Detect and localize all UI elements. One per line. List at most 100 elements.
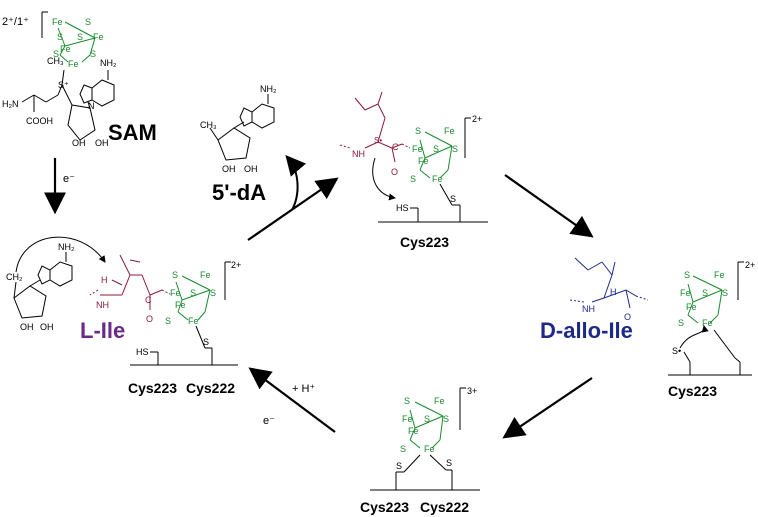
svg-text:2+: 2+ <box>745 260 755 270</box>
svg-text:S: S <box>424 414 430 424</box>
five-prime-da-label: 5'-dA <box>212 180 266 205</box>
svg-text:S•: S• <box>374 136 382 145</box>
svg-text:Fe: Fe <box>93 32 104 42</box>
five-prime-da-molecule: CH₃ NH₂ OH OH 5'-dA <box>200 84 277 205</box>
svg-text:S⁺: S⁺ <box>58 80 69 90</box>
d-allo-ile-complex: NH H O D-allo-Ile 2+ S Fe Fe S S Fe S Fe <box>540 257 755 399</box>
cys222-label-left: Cys222 <box>186 380 235 396</box>
svg-text:N: N <box>88 101 95 111</box>
svg-text:Fe: Fe <box>175 300 186 310</box>
svg-text:Fe: Fe <box>200 270 211 280</box>
svg-text:Fe: Fe <box>68 59 79 69</box>
svg-text:Fe: Fe <box>714 270 725 280</box>
svg-text:OH: OH <box>222 164 236 174</box>
svg-text:O: O <box>391 167 398 177</box>
svg-text:Fe: Fe <box>418 156 429 166</box>
svg-text:S: S <box>400 444 406 454</box>
cluster-charge-label: 2⁺/1⁺ <box>2 16 29 28</box>
svg-text:H: H <box>101 275 108 285</box>
electron-label-1: e⁻ <box>63 173 75 185</box>
arrow-release-5da <box>285 154 307 211</box>
cys223-label-bottom: Cys223 <box>360 499 409 515</box>
svg-text:S: S <box>450 194 456 204</box>
svg-text:NH₂: NH₂ <box>58 242 75 252</box>
svg-text:S: S <box>203 337 209 347</box>
svg-text:3+: 3+ <box>467 386 477 396</box>
svg-text:NH₂: NH₂ <box>100 58 117 68</box>
svg-text:S: S <box>77 32 83 42</box>
svg-text:CH₃: CH₃ <box>200 120 217 130</box>
svg-text:OH: OH <box>40 322 54 332</box>
svg-text:Fe: Fe <box>702 318 713 328</box>
cluster-sam-reduced: 2⁺/1⁺ Fe S S S Fe Fe S S Fe <box>2 11 157 148</box>
svg-text:HS: HS <box>136 347 149 357</box>
svg-text:Fe: Fe <box>432 174 443 184</box>
svg-text:S: S <box>443 414 449 424</box>
arrow-to-d-allo-ile <box>504 174 594 238</box>
cys222-label-bottom: Cys222 <box>420 499 469 515</box>
svg-text:S: S <box>57 32 63 42</box>
svg-text:S: S <box>722 288 728 298</box>
svg-text:O: O <box>146 314 153 324</box>
svg-text:OH: OH <box>72 138 86 148</box>
svg-text:Fe: Fe <box>680 288 691 298</box>
svg-text:Fe: Fe <box>444 126 455 136</box>
svg-text:2+: 2+ <box>231 260 241 270</box>
svg-text:S•: S• <box>672 346 681 356</box>
svg-text:S: S <box>678 318 684 328</box>
svg-text:S: S <box>396 461 402 471</box>
svg-text:HS: HS <box>396 203 409 213</box>
svg-text:C: C <box>392 142 399 152</box>
svg-text:S: S <box>684 270 690 280</box>
svg-text:S: S <box>415 126 421 136</box>
sam-molecule <box>21 69 115 141</box>
svg-text:CH₂: CH₂ <box>6 272 23 282</box>
svg-text:S: S <box>702 288 708 298</box>
svg-text:NH₂: NH₂ <box>260 84 277 94</box>
cys223-label-top: Cys223 <box>400 234 449 250</box>
svg-text:S: S <box>210 288 216 298</box>
h-abstraction-arrow <box>15 236 106 273</box>
ile-radical-complex: NH S• C O 2+ S Fe Fe S S Fe S Fe <box>339 91 488 250</box>
arrow-to-oxidized-cluster <box>502 377 593 439</box>
oxidized-cluster-complex: 3+ S Fe Fe S S Fe S Fe <box>360 386 480 515</box>
cluster-cube-lines <box>57 21 96 63</box>
svg-text:S: S <box>90 49 96 59</box>
svg-text:Fe: Fe <box>424 444 435 454</box>
electron-label-2: e⁻ <box>263 415 275 427</box>
sam-label: SAM <box>108 120 157 145</box>
cluster-bracket <box>41 11 48 38</box>
cys223-label-right: Cys223 <box>668 383 717 399</box>
cys223-label-left: Cys223 <box>128 380 177 396</box>
svg-text:C: C <box>145 295 152 305</box>
svg-text:OH: OH <box>244 164 258 174</box>
svg-text:H: H <box>610 287 617 297</box>
svg-text:2+: 2+ <box>472 114 482 124</box>
svg-text:S: S <box>165 316 171 326</box>
svg-text:CH₃: CH₃ <box>47 56 64 66</box>
svg-text:S: S <box>85 17 91 27</box>
radical-l-ile-complex: CH₂ NH₂ OH OH H NH C O L-Ile <box>6 236 241 396</box>
svg-text:S: S <box>190 288 196 298</box>
svg-text:S: S <box>404 396 410 406</box>
svg-text:H₂N: H₂N <box>2 99 19 109</box>
svg-text:OH: OH <box>95 138 109 148</box>
svg-text:Fe: Fe <box>434 396 445 406</box>
svg-text:Fe: Fe <box>188 316 199 326</box>
svg-text:Fe: Fe <box>408 426 419 436</box>
svg-text:Fe: Fe <box>686 302 697 312</box>
l-ile-label: L-Ile <box>80 318 125 343</box>
svg-text:O: O <box>624 312 631 322</box>
hat-arrow-top <box>372 157 396 201</box>
svg-text:OH: OH <box>20 322 34 332</box>
svg-text:NH: NH <box>96 300 109 310</box>
d-allo-ile-label: D-allo-Ile <box>540 318 633 343</box>
svg-text:Fe: Fe <box>402 414 413 424</box>
svg-text:Fe: Fe <box>60 44 71 54</box>
plus-h-label: + H⁺ <box>292 383 315 395</box>
arrow-to-ile-radical <box>247 177 339 241</box>
svg-text:S: S <box>53 49 59 59</box>
arrow-regenerate-cluster <box>248 367 336 433</box>
